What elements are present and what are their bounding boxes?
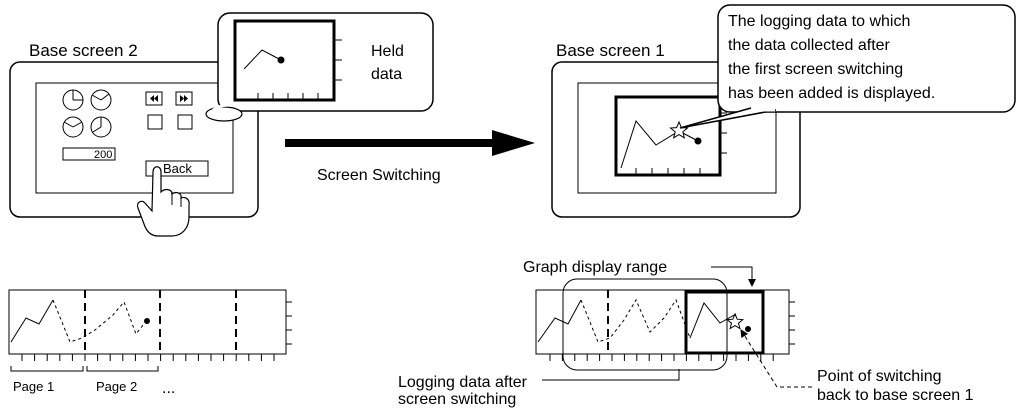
- more-pages-ellipsis: ...: [162, 380, 175, 397]
- screen-switching-label: Screen Switching: [317, 167, 441, 184]
- base-screen-2-title: Base screen 2: [29, 41, 138, 60]
- pointing-hand-icon: [136, 166, 190, 237]
- page-2-bracket: [86, 366, 159, 372]
- back-button[interactable]: Back: [145, 160, 209, 177]
- switching-point-star-icon: [669, 120, 689, 139]
- graph-display-range-box: [684, 290, 765, 355]
- right-callout-text: the data collected after: [728, 37, 891, 54]
- pages-trend-graph: [8, 289, 292, 361]
- page-2-label: Page 2: [96, 379, 137, 394]
- graph-display-range-label: Graph display range: [523, 259, 667, 276]
- double-left-arrow-icon: [150, 95, 158, 102]
- base-screen-2-device: [9, 61, 259, 218]
- screen-switching-arrow: [285, 130, 535, 156]
- switching-point-label: Point of switching: [817, 368, 942, 385]
- base-screen-1-title: Base screen 1: [556, 41, 665, 60]
- gauge-icon: [90, 89, 112, 111]
- right-callout-text: the first screen switching: [728, 61, 903, 78]
- pie-chart-icon: [62, 89, 84, 111]
- page-1-label: Page 1: [13, 379, 54, 394]
- logging-data-pointer: [542, 369, 680, 381]
- switching-point-label: back to base screen 1: [817, 387, 974, 404]
- base-screen-1-graph: [614, 95, 727, 177]
- forward-button[interactable]: [175, 91, 193, 106]
- double-right-arrow-icon: [180, 95, 188, 102]
- gauge-icon: [62, 116, 84, 138]
- graph-display-range-pointer: [711, 266, 756, 287]
- switching-point-star-icon: [725, 312, 745, 330]
- right-callout-bubble: [679, 4, 1016, 129]
- logging-data-label: Logging data after: [398, 374, 528, 391]
- pie-chart-icon: [90, 116, 112, 138]
- switch-lamp[interactable]: [177, 114, 193, 130]
- logging-data-label: screen switching: [398, 391, 516, 408]
- switching-point-pointer: [740, 329, 812, 388]
- held-data-graph: [233, 19, 342, 102]
- numeric-display-value: 200: [94, 149, 112, 161]
- display-range-trend-graph: [535, 289, 795, 361]
- page-1-bracket: [10, 366, 84, 372]
- held-data-label: data: [371, 66, 402, 83]
- right-callout-text: The logging data to which: [728, 13, 910, 30]
- numeric-display: [62, 147, 116, 161]
- back-button-label: Back: [163, 161, 192, 176]
- right-callout-text: has been added is displayed.: [728, 85, 935, 102]
- switch-lamp[interactable]: [147, 114, 163, 130]
- held-data-label: Held: [371, 43, 404, 60]
- rewind-button[interactable]: [145, 91, 163, 106]
- logging-data-region-outline: [562, 278, 728, 371]
